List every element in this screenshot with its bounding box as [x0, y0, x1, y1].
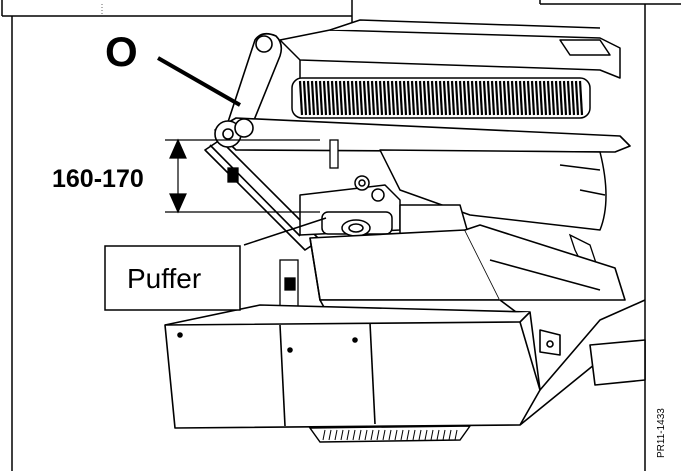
hood [379, 149, 607, 231]
dimension-marker [165, 138, 320, 214]
dimension-label: 160-170 [52, 165, 144, 193]
puffer-label: Puffer [127, 263, 201, 294]
disc-assembly [308, 425, 472, 443]
point-leader-line [157, 56, 241, 107]
figure-code: PR11-1433 [656, 408, 667, 458]
cutter-housing [164, 299, 646, 429]
mounting-bracket [299, 175, 471, 241]
puffer-label-box [104, 245, 241, 311]
upper-frame [279, 19, 621, 80]
puffer-leader-line [243, 217, 327, 246]
point-label: O [105, 28, 138, 75]
tension-spring [291, 77, 591, 119]
